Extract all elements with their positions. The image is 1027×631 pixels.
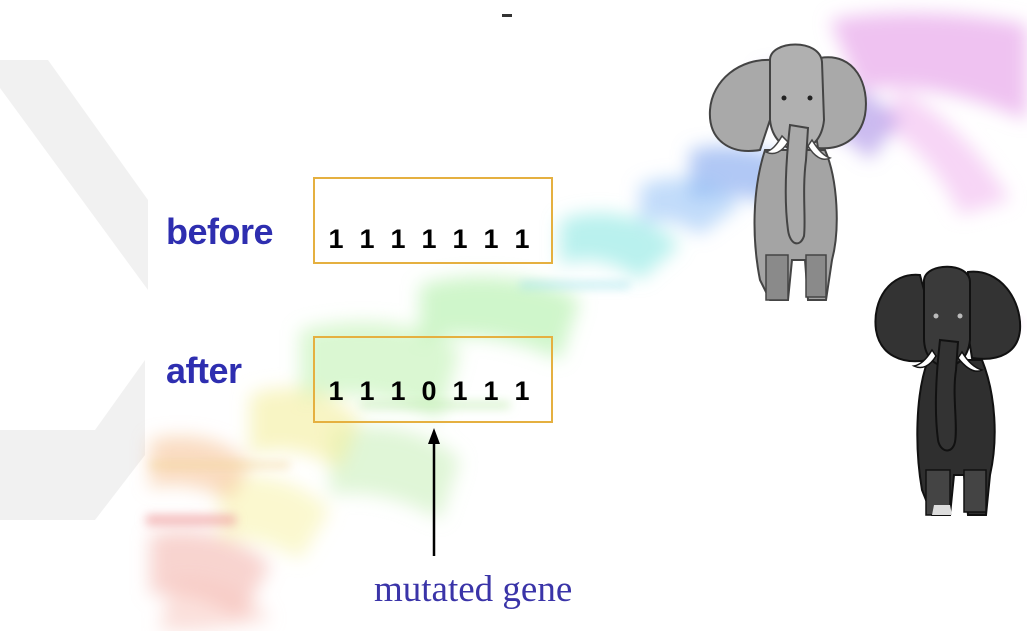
after-bit: 1 (357, 378, 377, 405)
after-bit: 1 (512, 378, 532, 405)
mutated-bit: 0 (419, 378, 439, 405)
before-bit: 1 (357, 226, 377, 253)
after-bit: 1 (388, 378, 408, 405)
before-bit: 1 (450, 226, 470, 253)
black-elephant-illustration (875, 267, 1020, 515)
after-bit: 1 (450, 378, 470, 405)
after-bit: 1 (326, 378, 346, 405)
after-bit: 1 (481, 378, 501, 405)
after-gene-box: 1 1 1 0 1 1 1 (313, 336, 553, 423)
before-label: before (166, 214, 273, 250)
watermark-chevrons (0, 60, 148, 520)
before-bit: 1 (326, 226, 346, 253)
before-bit: 1 (512, 226, 532, 253)
mutated-gene-label: mutated gene (374, 570, 572, 610)
before-bit: 1 (481, 226, 501, 253)
before-gene-box: 1 1 1 1 1 1 1 (313, 177, 553, 264)
top-dash (502, 14, 512, 17)
before-bit: 1 (419, 226, 439, 253)
after-label: after (166, 353, 242, 389)
before-bit: 1 (388, 226, 408, 253)
